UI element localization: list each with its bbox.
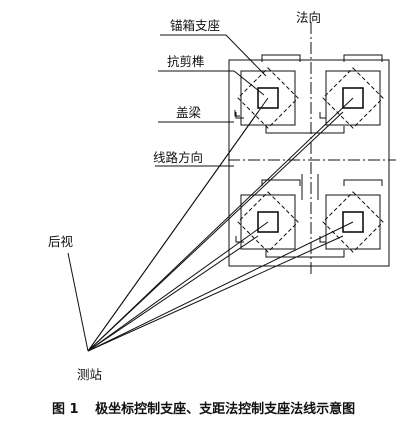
label-station: 测站	[77, 367, 102, 382]
support-bottom-right	[322, 191, 384, 253]
figure-caption: 图 1 极坐标控制支座、支距法控制支座法线示意图	[52, 401, 355, 417]
caption-text: 极坐标控制支座、支距法控制支座法线示意图	[95, 401, 355, 417]
support-top-left	[234, 67, 299, 129]
support-top-right	[322, 67, 384, 129]
support-bottom-left	[237, 191, 299, 253]
offset-measurement-brackets	[235, 54, 383, 258]
leader-shear-tenon	[158, 70, 265, 96]
leader-anchor-box	[160, 34, 267, 77]
caption-number: 图 1	[52, 402, 79, 417]
backsight-line	[67, 252, 89, 352]
label-route-direction: 线路方向	[153, 150, 203, 165]
label-cap-beam: 盖梁	[176, 105, 202, 120]
sight-lines	[87, 97, 354, 352]
label-shear-tenon: 抗剪榫	[167, 54, 205, 69]
label-normal-direction: 法向	[296, 10, 321, 25]
cap-beam-outline	[228, 59, 390, 267]
label-anchor-box-support: 锚箱支座	[170, 18, 220, 33]
label-backsight: 后视	[48, 234, 74, 249]
